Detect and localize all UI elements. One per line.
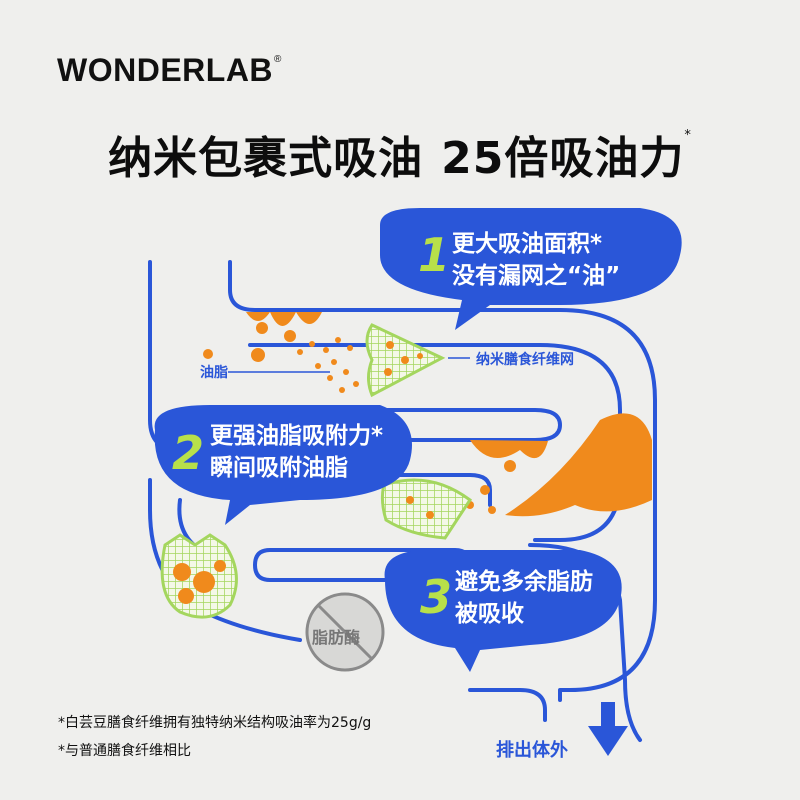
bubble-3-number: 3 bbox=[420, 570, 453, 624]
registered-mark: ® bbox=[274, 54, 282, 65]
title-mark: * bbox=[684, 128, 692, 143]
exit-arrow-icon bbox=[588, 702, 628, 756]
fiber-net-3 bbox=[160, 533, 238, 619]
page-title: 纳米包裹式吸油 25倍吸油力* bbox=[0, 122, 800, 186]
fiber-net-1 bbox=[365, 323, 446, 398]
bubble-2-line-1: 更强油脂吸附力* bbox=[210, 423, 384, 449]
footnote-1: *白芸豆膳食纤维拥有独特纳米结构吸油率为25g/g bbox=[58, 715, 372, 731]
title-part-2: 25倍吸油力 bbox=[441, 133, 685, 184]
oil-droplets bbox=[297, 337, 359, 393]
bubble-3-line-1: 避免多余脂肪 bbox=[455, 569, 593, 595]
bubble-2-number: 2 bbox=[172, 426, 205, 480]
brand-logo: WONDERLAB® bbox=[57, 52, 282, 89]
lipase-label: 脂肪酶 bbox=[312, 628, 361, 647]
fiber-net-label: 纳米膳食纤维网 bbox=[476, 352, 574, 368]
bubble-1-line-1: 更大吸油面积* bbox=[452, 231, 603, 257]
bubble-2-line-2: 瞬间吸附油脂 bbox=[210, 455, 348, 481]
brand-name: WONDERLAB bbox=[57, 52, 274, 88]
bubble-1 bbox=[380, 208, 682, 330]
fiber-net-2 bbox=[380, 478, 473, 540]
oil-label: 油脂 bbox=[200, 365, 228, 381]
bubble-1-line-2: 没有漏网之“油” bbox=[452, 263, 621, 289]
bubble-3 bbox=[384, 550, 622, 672]
lipase-icon bbox=[305, 592, 385, 672]
bubble-2 bbox=[154, 405, 412, 525]
exit-label: 排出体外 bbox=[496, 740, 568, 761]
bubble-1-number: 1 bbox=[418, 228, 451, 282]
title-part-1: 纳米包裹式吸油 bbox=[108, 133, 424, 184]
bubble-3-line-2: 被吸收 bbox=[455, 601, 524, 627]
oil-drips bbox=[203, 312, 652, 517]
footnote-2: *与普通膳食纤维相比 bbox=[58, 743, 191, 759]
